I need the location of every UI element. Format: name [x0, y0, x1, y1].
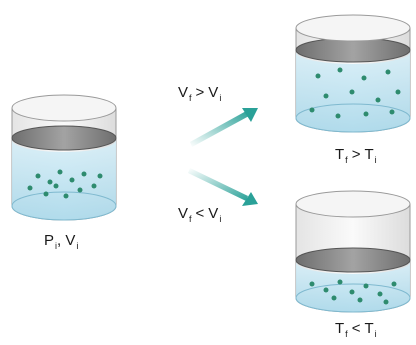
- initial-state-label: Pi, Vi: [44, 232, 78, 251]
- compressed-cylinder: [295, 190, 411, 313]
- label-vi-subscript: i: [219, 93, 222, 103]
- label-tf-subscript: f: [345, 155, 348, 165]
- label-greater-than: >: [351, 146, 361, 163]
- compressed-piston: [295, 247, 411, 273]
- temperature-decrease-label: Tf<Ti: [335, 320, 377, 339]
- initial-piston: [11, 125, 117, 151]
- expanded-piston: [295, 37, 411, 63]
- label-ti: T: [364, 320, 374, 337]
- label-v: V: [65, 232, 76, 249]
- compressed-gas-region: [296, 262, 410, 312]
- label-less-than: <: [351, 320, 361, 337]
- label-less-than: <: [195, 205, 205, 222]
- label-greater-than: >: [195, 84, 205, 101]
- label-v-subscript: i: [76, 241, 79, 251]
- label-vi: V: [208, 84, 219, 101]
- compression-arrow: [188, 168, 258, 206]
- label-p-subscript: i: [55, 241, 58, 251]
- initial-gas-molecules: [27, 169, 103, 199]
- label-tf: T: [335, 320, 345, 337]
- initial-gas-region: [12, 140, 116, 220]
- label-p: P: [44, 232, 55, 249]
- label-vi: V: [208, 205, 219, 222]
- expansion-arrow: [190, 108, 258, 147]
- expanded-cylinder: [295, 14, 411, 133]
- volume-increase-label: Vf>Vi: [178, 84, 221, 103]
- label-vf: V: [178, 84, 189, 101]
- temperature-increase-label: Tf>Ti: [335, 146, 377, 165]
- label-vf: V: [178, 205, 189, 222]
- compressed-gas-molecules: [309, 279, 397, 305]
- label-ti: T: [364, 146, 374, 163]
- label-vf-subscript: f: [189, 93, 192, 103]
- label-ti-subscript: i: [374, 329, 377, 339]
- label-vf-subscript: f: [189, 214, 192, 224]
- volume-decrease-label: Vf<Vi: [178, 205, 221, 224]
- label-separator: ,: [57, 232, 62, 249]
- label-ti-subscript: i: [374, 155, 377, 165]
- expanded-gas-molecules: [309, 67, 401, 119]
- label-vi-subscript: i: [219, 214, 222, 224]
- label-tf-subscript: f: [345, 329, 348, 339]
- label-tf: T: [335, 146, 345, 163]
- initial-cylinder: [11, 94, 117, 221]
